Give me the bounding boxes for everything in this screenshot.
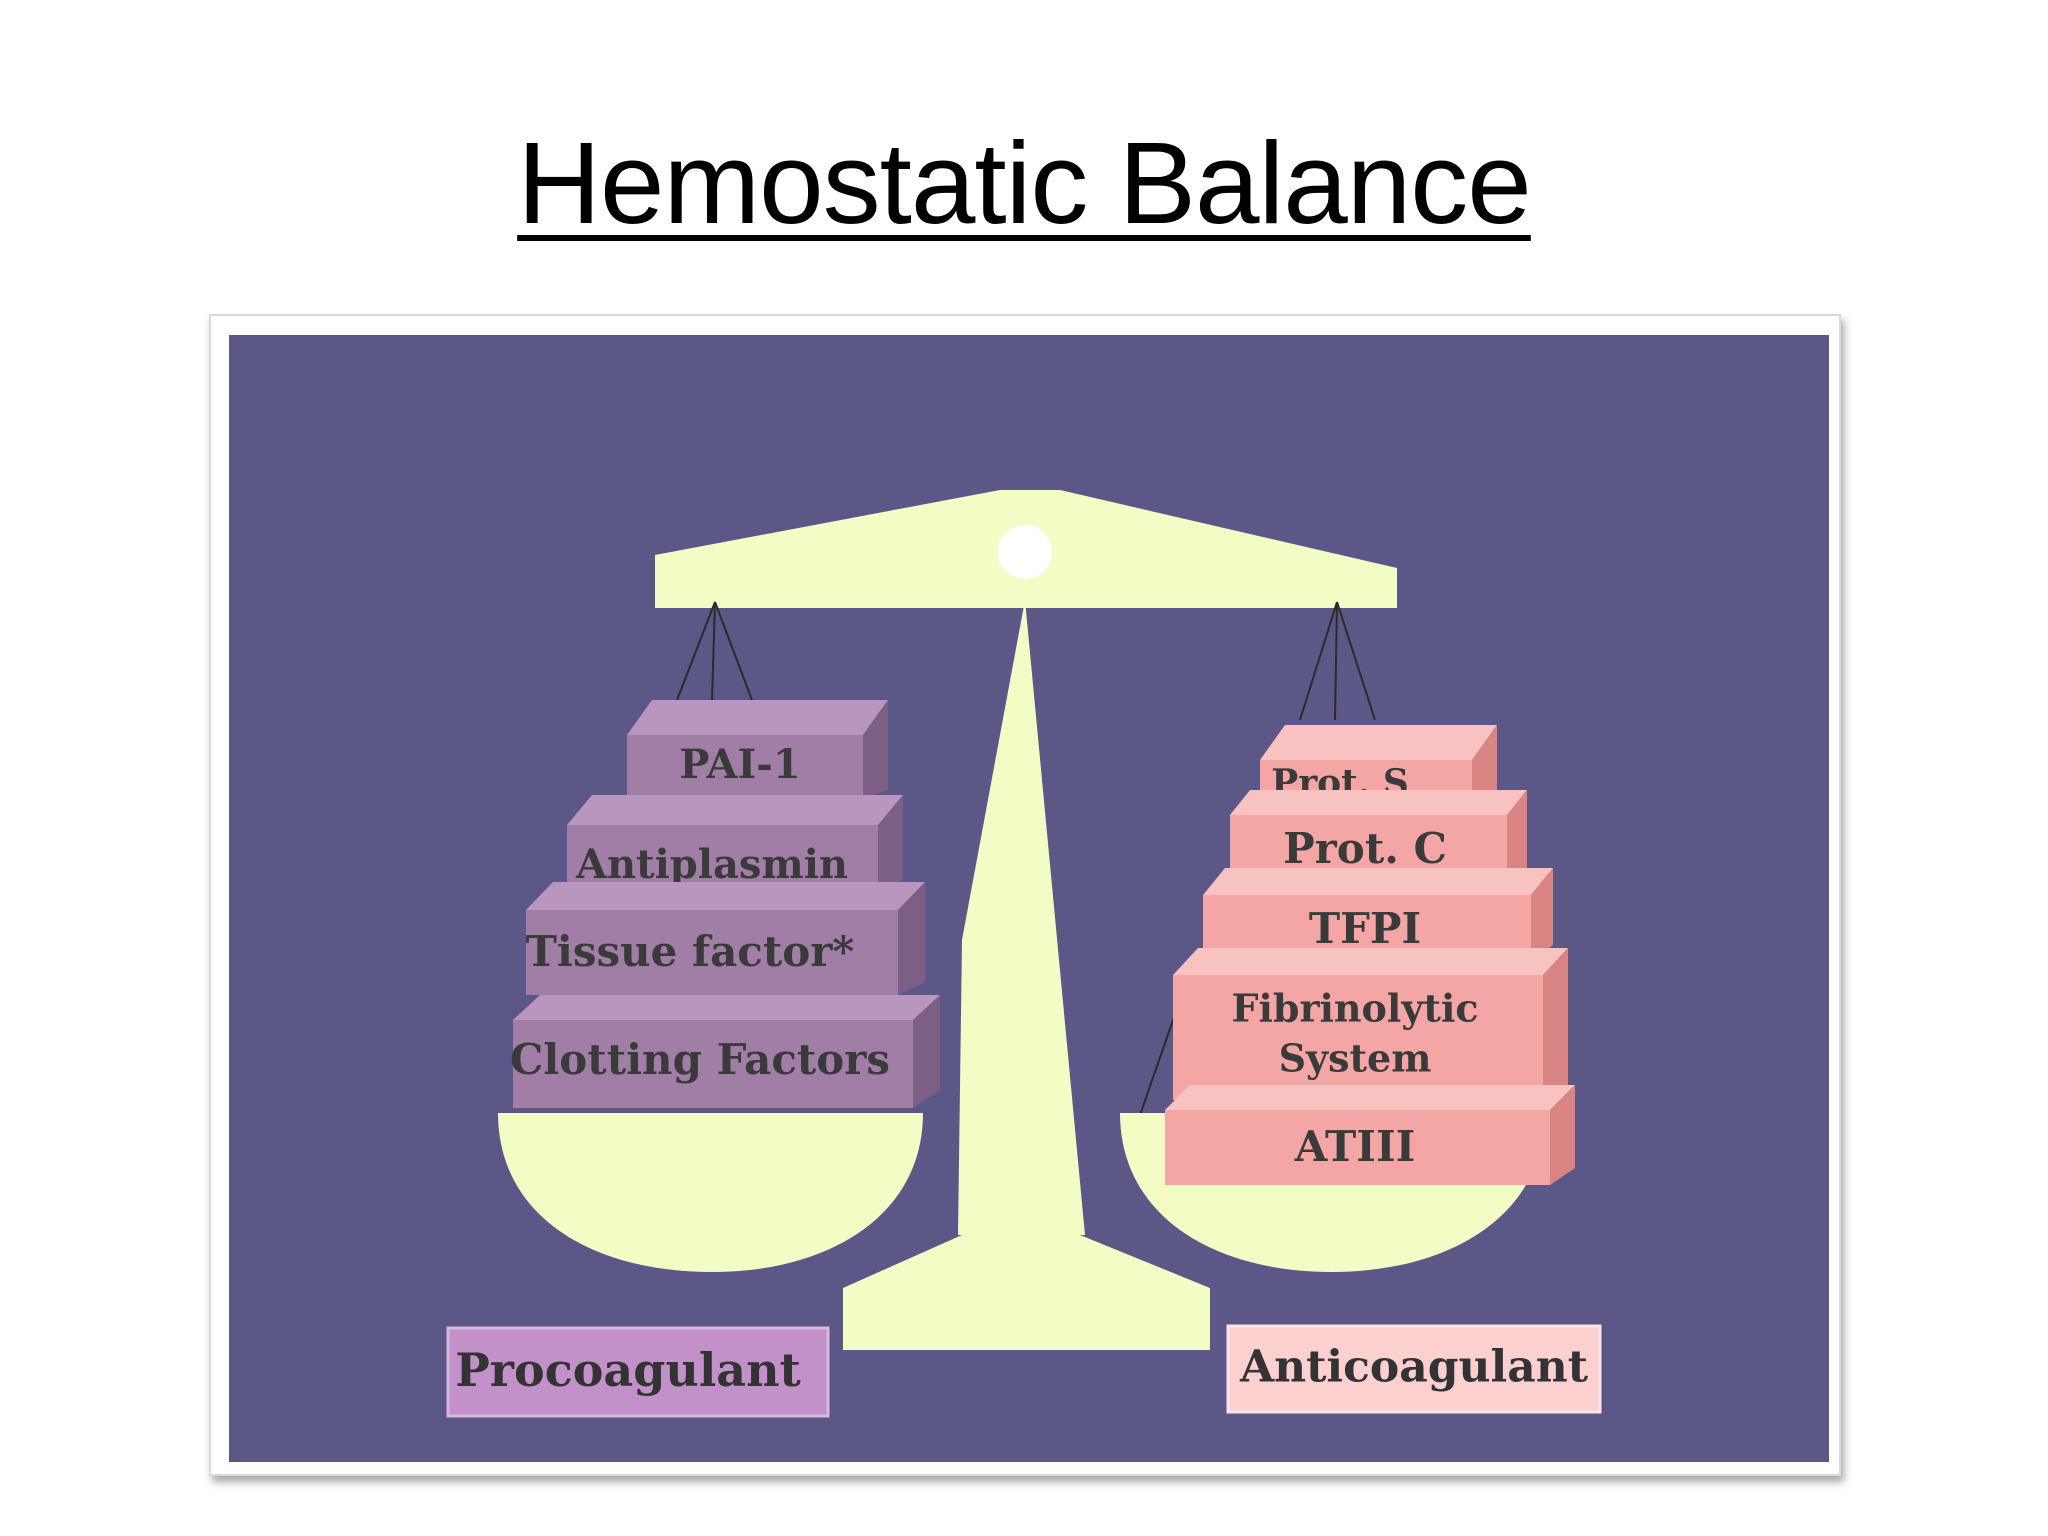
- procoagulant-caption: Procoagulant: [455, 1343, 801, 1397]
- block-pai-1: PAI-1: [627, 700, 888, 798]
- block-label-prot-c: Prot. C: [1283, 824, 1447, 873]
- block-label-tfpi: TFPI: [1309, 904, 1421, 953]
- block-fibrinolytic-system: Fibrinolytic System: [1173, 948, 1568, 1100]
- block-label-fibrinolytic: Fibrinolytic: [1231, 986, 1478, 1031]
- block-label-atiii: ATIII: [1294, 1122, 1415, 1171]
- left-pan-strings: [676, 601, 753, 701]
- anticoagulant-caption: Anticoagulant: [1239, 1342, 1589, 1393]
- block-label-system: System: [1279, 1036, 1432, 1081]
- block-antiplasmin: Antiplasmin: [567, 795, 903, 890]
- slide-title: Hemostatic Balance: [517, 118, 1532, 248]
- block-atiii: ATIII: [1165, 1085, 1575, 1185]
- anticoagulant-stack: Prot. S Prot. C TFPI Fibrinolytic System: [1165, 725, 1575, 1185]
- anticoagulant-caption-box: Anticoagulant: [1226, 1324, 1602, 1414]
- scale-base: [843, 1235, 1210, 1350]
- procoagulant-stack: PAI-1 Antiplasmin Tissue factor* Clottin…: [510, 700, 940, 1108]
- block-label-tissue-factor: Tissue factor*: [526, 927, 855, 976]
- scale-post: [958, 600, 1085, 1235]
- block-clotting-factors: Clotting Factors: [510, 995, 940, 1108]
- block-tfpi: TFPI: [1203, 868, 1553, 962]
- scale-pivot: [998, 525, 1052, 579]
- block-label-antiplasmin: Antiplasmin: [575, 841, 848, 888]
- block-tissue-factor: Tissue factor*: [526, 882, 925, 995]
- block-label-clotting-factors: Clotting Factors: [510, 1035, 890, 1084]
- left-pan: [498, 1113, 923, 1272]
- procoagulant-caption-box: Procoagulant: [446, 1326, 830, 1418]
- block-label-pai-1: PAI-1: [679, 741, 800, 788]
